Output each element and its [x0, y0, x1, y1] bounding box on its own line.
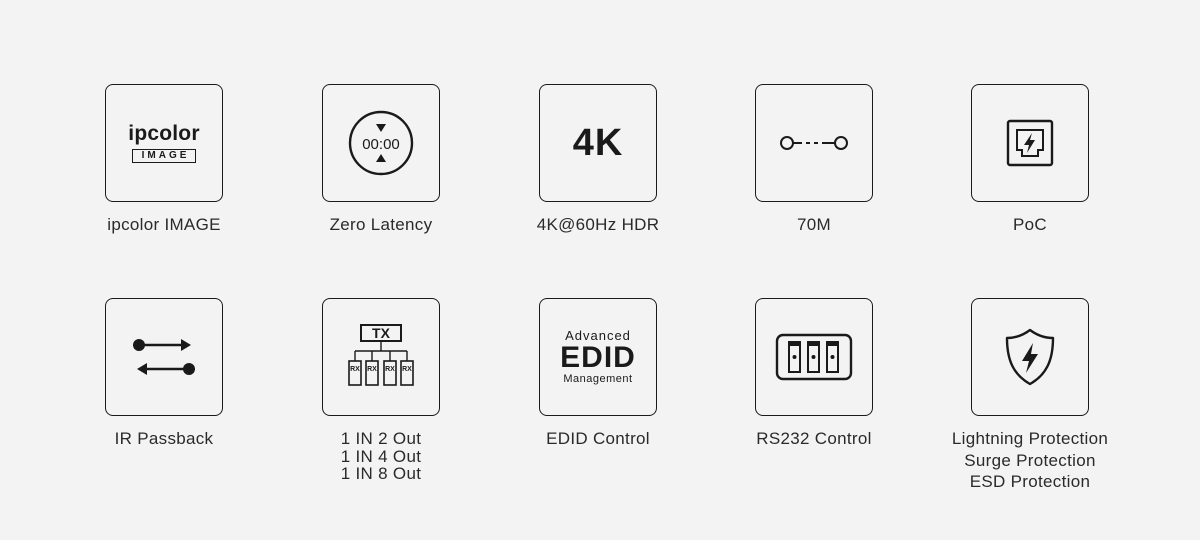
feature-ipcolor-image: ipcolor IMAGE ipcolor IMAGE — [54, 84, 274, 234]
distance-icon-box — [755, 84, 873, 202]
protection-icon-box — [971, 298, 1089, 416]
edid-bottom-text: Management — [563, 373, 633, 385]
feature-caption: RS232 Control — [756, 429, 872, 448]
feature-caption: 70M — [797, 215, 831, 234]
4k-icon-box: 4K — [539, 84, 657, 202]
dip-switch-icon — [775, 333, 853, 381]
feature-edid: Advanced EDID Management EDID Control — [488, 298, 708, 448]
ipcolor-logo-box: ipcolor IMAGE — [105, 84, 223, 202]
lightning-shield-icon — [1005, 328, 1055, 386]
feature-caption: EDID Control — [546, 429, 650, 448]
zero-latency-icon-box: 00:00 — [322, 84, 440, 202]
ipcolor-logo-sub: IMAGE — [131, 149, 197, 163]
feature-4k-hdr: 4K 4K@60Hz HDR — [488, 84, 708, 234]
feature-ir-passback: IR Passback — [54, 298, 274, 448]
feature-rs232: RS232 Control — [704, 298, 924, 448]
tx-label: TX — [372, 325, 391, 341]
feature-caption: IR Passback — [114, 429, 214, 448]
feature-caption: 1 IN 2 Out 1 IN 4 Out 1 IN 8 Out — [340, 429, 422, 483]
edid-icon-box: Advanced EDID Management — [539, 298, 657, 416]
feature-caption: ipcolor IMAGE — [107, 215, 221, 234]
feature-caption: PoC — [1013, 215, 1047, 234]
feature-splitter: TX RX RX RX RX 1 IN 2 Out 1 IN 4 Out 1 I… — [271, 298, 491, 483]
rx-label: RX — [350, 366, 360, 373]
poc-icon-box — [971, 84, 1089, 202]
tx-rx-tree-icon: TX RX RX RX RX — [348, 324, 414, 386]
feature-caption: Zero Latency — [329, 215, 433, 234]
ir-icon-box — [105, 298, 223, 416]
cable-distance-icon — [780, 136, 848, 150]
clock-text: 00:00 — [362, 136, 400, 153]
feature-zero-latency: 00:00 Zero Latency — [271, 84, 491, 234]
ipcolor-logo-word: ipcolor — [128, 122, 200, 145]
bidirectional-arrows-icon — [133, 339, 195, 375]
power-port-icon — [1006, 119, 1054, 167]
feature-caption: Lightning Protection Surge Protection ES… — [951, 429, 1109, 491]
rx-label: RX — [367, 366, 377, 373]
splitter-icon-box: TX RX RX RX RX — [322, 298, 440, 416]
rx-label: RX — [385, 366, 395, 373]
4k-badge: 4K — [572, 121, 624, 164]
edid-main-text: EDID — [560, 341, 636, 374]
feature-poc: PoC — [920, 84, 1140, 234]
edid-top-text: Advanced — [565, 328, 631, 343]
rx-label: RX — [402, 366, 412, 373]
feature-70m: 70M — [704, 84, 924, 234]
feature-protection: Lightning Protection Surge Protection ES… — [920, 298, 1140, 493]
feature-caption: 4K@60Hz HDR — [536, 215, 660, 234]
rs232-icon-box — [755, 298, 873, 416]
stopwatch-icon: 00:00 — [348, 110, 414, 176]
